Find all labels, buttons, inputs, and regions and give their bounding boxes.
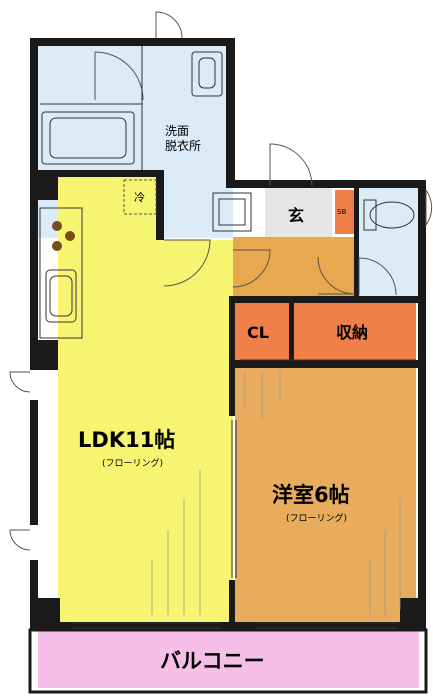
storage-label: 収納	[336, 323, 368, 342]
washroom-label-line1: 洗面	[165, 124, 189, 138]
washroom-label-line2: 脱衣所	[165, 138, 201, 153]
ldk-area	[58, 177, 233, 622]
shoe-box	[335, 190, 354, 234]
shoebox-label: SB	[337, 208, 346, 216]
washroom-door-swing	[155, 11, 183, 39]
closet-label: CL	[247, 323, 269, 342]
fridge-space	[123, 179, 157, 215]
doors	[9, 143, 433, 629]
western-room-label: 洋室6帖	[272, 483, 350, 507]
storage-area	[294, 303, 416, 360]
entrance-tile	[265, 187, 332, 237]
kitchen-counter	[39, 207, 83, 339]
closet-area	[235, 303, 289, 360]
walls	[28, 38, 428, 694]
bathroom-fixtures	[40, 46, 252, 232]
entrance-label: 玄	[288, 206, 304, 225]
ldk-label: LDK11帖	[78, 428, 175, 452]
hall-area	[233, 237, 358, 296]
floor-hatching	[151, 372, 401, 615]
western-room-area	[235, 368, 416, 622]
balcony-label: バルコニー	[160, 649, 265, 673]
toilet-area	[358, 187, 420, 297]
western-floor-label: (フローリング)	[286, 512, 347, 524]
ldk-floor-label: (フローリング)	[102, 457, 163, 469]
toilet	[358, 199, 415, 296]
fridge-label: 冷	[134, 191, 145, 204]
balcony-area	[38, 630, 419, 688]
